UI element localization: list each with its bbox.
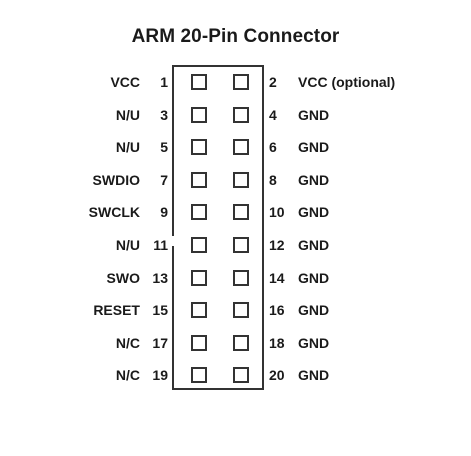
pin-row: N/C 17 18 GND <box>0 331 471 363</box>
left-pin-number: 19 <box>152 367 168 384</box>
right-pin-number: 10 <box>269 204 285 221</box>
pin-pad-right <box>233 106 249 123</box>
right-pin-number: 12 <box>269 237 285 253</box>
pin-pad-left <box>191 367 207 384</box>
pin-row: SWCLK 9 10 GND <box>0 200 471 232</box>
left-signal-label: N/C <box>115 334 140 351</box>
left-signal-label: N/U <box>115 106 140 123</box>
right-signal-label: GND <box>298 367 330 384</box>
left-pin-number: 5 <box>160 139 168 156</box>
diagram-title: ARM 20-Pin Connector <box>131 26 340 47</box>
right-pin-number: 4 <box>269 106 277 123</box>
right-signal-label: GND <box>298 269 330 286</box>
left-signal-label: SWDIO <box>92 171 140 188</box>
right-signal-label: GND <box>298 171 330 188</box>
pin-pad-right <box>233 204 249 221</box>
pin-row: N/U 3 4 GND <box>0 103 471 135</box>
left-signal-label: N/U <box>115 237 140 253</box>
right-signal-label: GND <box>298 302 330 319</box>
pin-pad-left <box>191 74 207 90</box>
pin-pad-right <box>233 367 249 384</box>
right-pin-number: 2 <box>269 74 277 90</box>
pin-pad-right <box>233 237 249 253</box>
right-signal-label: VCC (optional) <box>298 74 396 90</box>
pin-row: SWO 13 14 GND <box>0 266 471 298</box>
pin-pad-right <box>233 334 249 351</box>
connector-key-notch <box>168 236 176 246</box>
right-signal-label: GND <box>298 106 330 123</box>
right-pin-number: 20 <box>269 367 285 384</box>
left-signal-label: SWCLK <box>88 204 140 221</box>
left-pin-number: 11 <box>153 237 168 253</box>
right-signal-label: GND <box>298 334 330 351</box>
left-pin-number: 1 <box>160 74 168 90</box>
pin-row: N/U 5 6 GND <box>0 135 471 167</box>
left-signal-label: N/C <box>115 367 140 384</box>
pin-pad-left <box>191 139 207 156</box>
left-signal-label: SWO <box>106 269 140 286</box>
pin-row: SWDIO 7 8 GND <box>0 168 471 200</box>
right-pin-number: 18 <box>269 334 285 351</box>
right-signal-label: GND <box>298 204 330 221</box>
pin-pad-right <box>233 74 249 90</box>
pin-pad-left <box>191 106 207 123</box>
right-pin-number: 6 <box>269 139 277 156</box>
pin-row: N/C 19 20 GND <box>0 363 471 395</box>
pin-row: RESET 15 16 GND <box>0 298 471 330</box>
right-signal-label: GND <box>298 237 330 253</box>
right-signal-label: GND <box>298 139 330 156</box>
pin-pad-right <box>233 302 249 319</box>
pin-pad-left <box>191 334 207 351</box>
left-signal-label: RESET <box>93 302 140 319</box>
left-pin-number: 3 <box>160 106 168 123</box>
left-pin-number: 17 <box>152 334 168 351</box>
right-pin-number: 16 <box>269 302 285 319</box>
left-pin-number: 15 <box>152 302 168 319</box>
left-pin-number: 7 <box>160 171 168 188</box>
pin-pad-left <box>191 269 207 286</box>
pin-row: VCC 1 2 VCC (optional) <box>0 70 471 102</box>
pin-row: N/U 11 12 GND <box>0 233 471 265</box>
pin-pad-right <box>233 139 249 156</box>
pin-pad-left <box>191 171 207 188</box>
pin-pad-left <box>191 204 207 221</box>
left-pin-number: 13 <box>152 269 168 286</box>
left-pin-number: 9 <box>160 204 168 221</box>
pin-pad-left <box>191 237 207 253</box>
right-pin-number: 8 <box>269 171 277 188</box>
left-signal-label: N/U <box>115 139 140 156</box>
left-signal-label: VCC <box>110 74 140 90</box>
pin-pad-right <box>233 171 249 188</box>
pin-pad-left <box>191 302 207 319</box>
pin-pad-right <box>233 269 249 286</box>
right-pin-number: 14 <box>269 269 285 286</box>
